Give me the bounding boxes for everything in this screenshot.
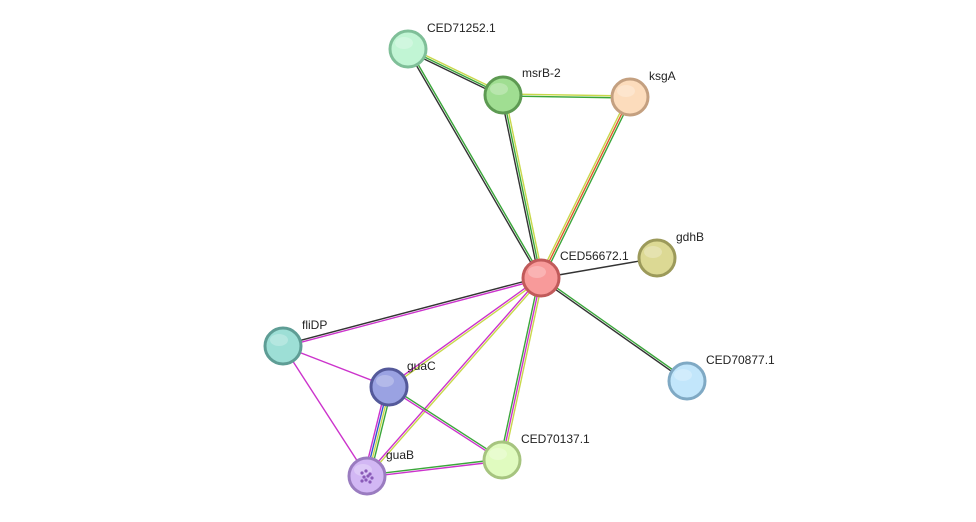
edge-flidp-guab[interactable] [282, 345, 368, 477]
edge-evidence-line [502, 94, 542, 279]
edge-evidence-line [282, 276, 541, 346]
node-ksga[interactable]: ksgA [610, 69, 676, 117]
node-circle[interactable] [482, 440, 522, 480]
node-ced70877-1[interactable]: CED70877.1 [667, 353, 775, 401]
node-highlight [395, 37, 413, 49]
edge-evidence-line [538, 95, 629, 278]
edge-ced56672-1-guab[interactable] [365, 276, 543, 478]
edge-evidence-line [501, 277, 542, 461]
edge-evidence-line [406, 49, 541, 279]
edge-ced56672-1-gdhb[interactable] [540, 257, 658, 279]
edges-layer [282, 46, 688, 478]
edge-evidence-line [503, 93, 631, 97]
edge-guac-ced70137-1[interactable] [388, 385, 503, 462]
protein-structure-icon [360, 469, 374, 484]
edge-guab-ced70137-1[interactable] [366, 458, 503, 478]
node-highlight [489, 448, 507, 460]
edge-evidence-line [541, 276, 688, 381]
edge-evidence-line [367, 278, 543, 478]
edge-evidence-line [388, 387, 502, 462]
node-highlight [617, 85, 635, 97]
node-label: guaC [407, 359, 436, 373]
node-label: msrB-2 [522, 66, 561, 80]
edge-evidence-line [540, 257, 658, 279]
edge-ced56672-1-ced70877-1[interactable] [540, 276, 688, 383]
node-label: fliDP [302, 318, 327, 332]
edge-evidence-line [389, 278, 542, 389]
nodes-layer: CED56672.1 CED71252.1 msrB-2 ksgA gdhB CED708… [263, 21, 775, 496]
edge-evidence-line [502, 95, 630, 99]
edge-evidence-line [540, 278, 687, 383]
edge-ced56672-1-flidp[interactable] [282, 276, 542, 348]
node-ced56672-1[interactable]: CED56672.1 [521, 249, 629, 298]
edge-ced56672-1-guac[interactable] [388, 276, 542, 389]
edge-evidence-line [283, 278, 542, 348]
node-circle[interactable] [610, 77, 650, 117]
node-circle[interactable] [667, 361, 707, 401]
edge-evidence-line [366, 458, 502, 476]
node-circle[interactable] [388, 29, 428, 69]
edge-evidence-line [503, 278, 544, 461]
node-label: gdhB [676, 230, 704, 244]
node-circle[interactable] [637, 238, 677, 278]
node-circle[interactable] [521, 258, 561, 298]
edge-evidence-line [500, 95, 540, 279]
edge-evidence-line [540, 96, 631, 279]
node-label: guaB [386, 448, 414, 462]
edge-msrb-2-ksga[interactable] [502, 93, 631, 99]
edge-evidence-line [389, 385, 503, 460]
edge-ced71252-1-ced56672-1[interactable] [406, 48, 543, 279]
node-highlight [354, 464, 372, 476]
node-msrb-2[interactable]: msrB-2 [483, 66, 561, 115]
edge-evidence-line [542, 97, 633, 280]
node-highlight [644, 246, 662, 258]
node-circle[interactable] [369, 367, 409, 407]
edge-evidence-line [408, 48, 543, 278]
node-ced71252-1[interactable]: CED71252.1 [388, 21, 496, 69]
node-label: ksgA [649, 69, 676, 83]
node-circle[interactable] [483, 75, 523, 115]
node-circle[interactable] [263, 326, 303, 366]
node-label: CED70137.1 [521, 432, 590, 446]
node-ced70137-1[interactable]: CED70137.1 [482, 432, 590, 480]
node-label: CED71252.1 [427, 21, 496, 35]
node-gdhb[interactable]: gdhB [637, 230, 704, 278]
node-highlight [490, 83, 508, 95]
node-highlight [376, 375, 394, 387]
edge-evidence-line [282, 345, 368, 477]
edge-ced56672-1-ced70137-1[interactable] [499, 277, 544, 461]
node-label: CED56672.1 [560, 249, 629, 263]
node-flidp[interactable]: fliDP [263, 318, 327, 366]
edge-evidence-line [367, 460, 503, 478]
edge-evidence-line [365, 276, 541, 476]
node-guab[interactable]: guaB [347, 448, 414, 496]
node-highlight [528, 266, 546, 278]
node-highlight [270, 334, 288, 346]
node-label: CED70877.1 [706, 353, 775, 367]
edge-msrb-2-ced56672-1[interactable] [500, 94, 544, 279]
edge-ksga-ced56672-1[interactable] [538, 95, 633, 280]
node-guac[interactable]: guaC [369, 359, 436, 407]
edge-evidence-line [504, 94, 544, 278]
edge-evidence-line [499, 277, 540, 460]
node-highlight [674, 369, 692, 381]
edge-evidence-line [388, 276, 541, 387]
